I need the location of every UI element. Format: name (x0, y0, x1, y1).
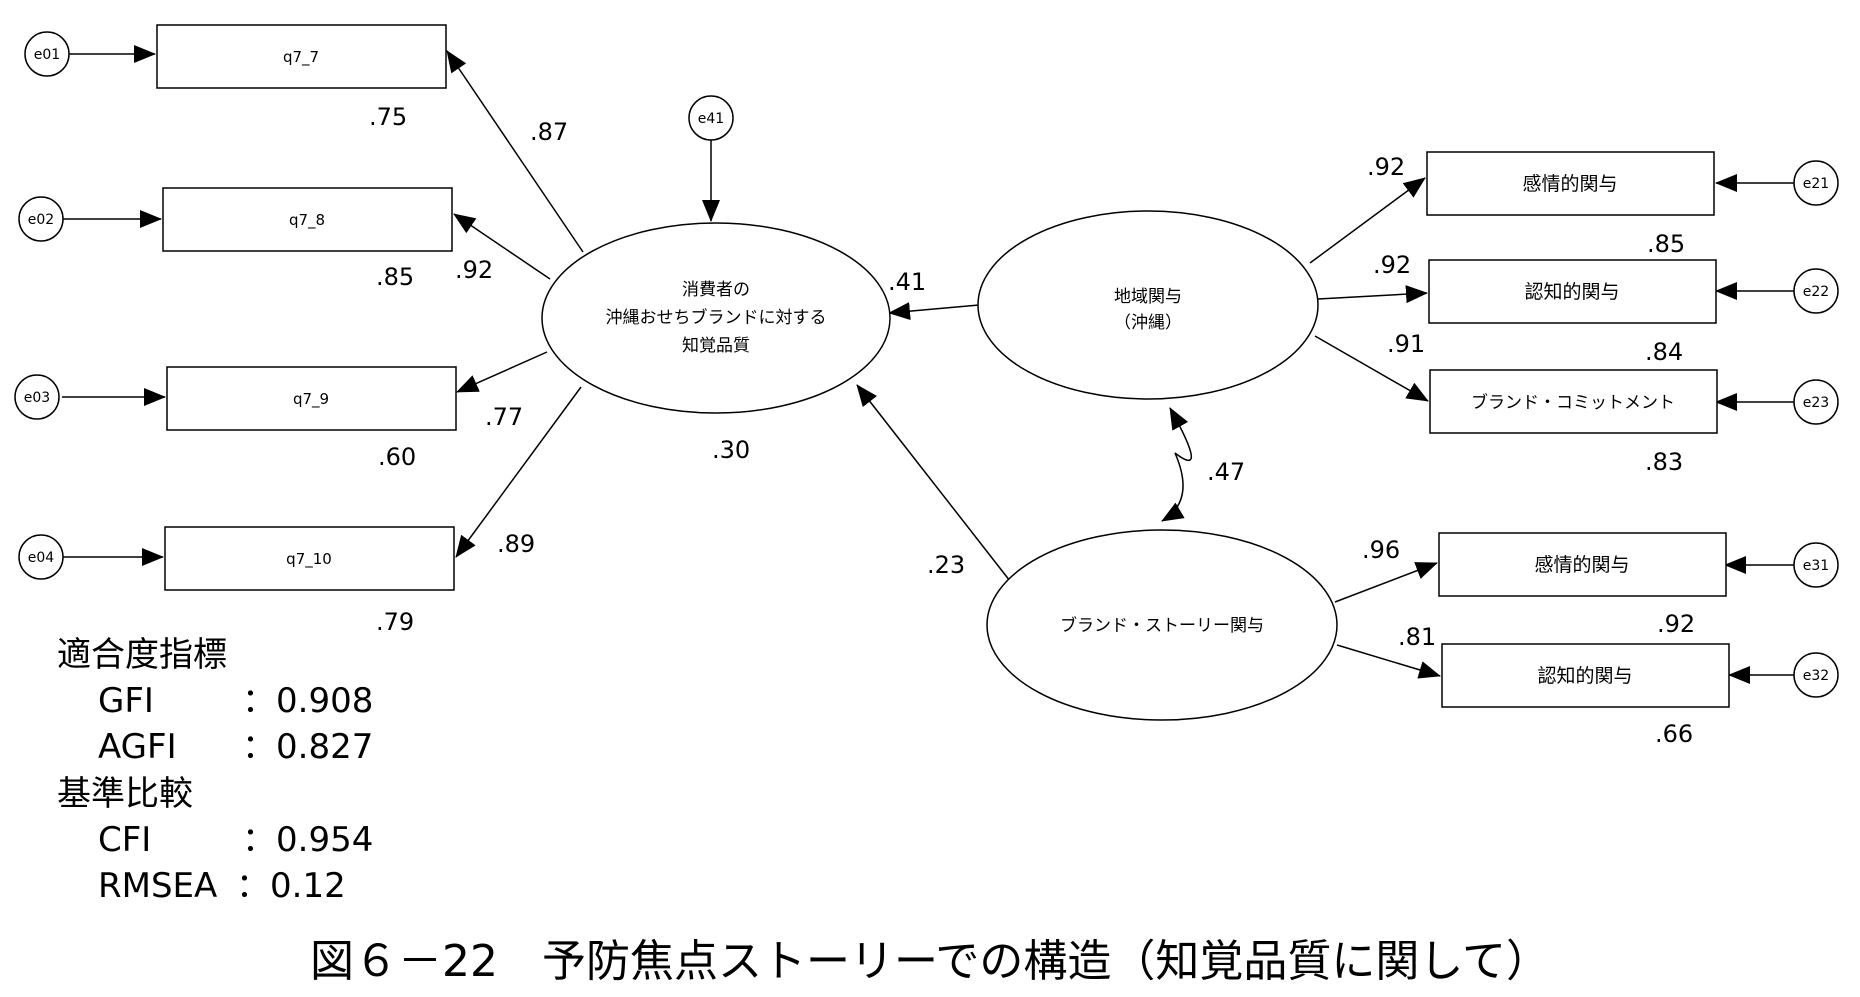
latent-label-quality-2: 沖縄おせちブランドに対する (606, 307, 827, 328)
arrow-story-ninchi (1336, 644, 1441, 679)
coef-r2-q7_9: .60 (378, 443, 416, 471)
coef-r2-kanjo-story: .92 (1657, 610, 1695, 638)
error-circle-e01 (24, 31, 70, 77)
indicator-label-q7_8: q7_8 (289, 211, 325, 230)
box-q7_10 (164, 526, 455, 591)
box-kanjo-story (1438, 532, 1727, 597)
indicator-label-ninchi-region: 認知的関与 (1524, 281, 1619, 303)
error-label-e23: e23 (1803, 395, 1829, 411)
arrow-corr-region-story-down (1161, 452, 1185, 522)
error-circle-e21 (1793, 160, 1839, 206)
arrow-region-kanjo (1309, 177, 1426, 264)
coef-load-ninchi-story: .81 (1398, 623, 1436, 651)
latent-label-region-2: （沖縄） (1114, 313, 1182, 333)
error-label-e03: e03 (24, 390, 50, 406)
fit-gfi-value: ：0.908 (242, 681, 373, 721)
error-circle-e04 (18, 534, 64, 580)
indicator-label-brand-commit: ブランド・コミットメント (1471, 392, 1675, 413)
coef-load-q7_10: .89 (497, 530, 535, 558)
indicator-label-q7_9: q7_9 (293, 390, 329, 409)
arrow-story-kanjo (1334, 562, 1438, 603)
coef-r2-q7_7: .75 (369, 103, 407, 131)
arrow-corr-region-story-up (1169, 407, 1192, 462)
arrow-region-ninchi (1317, 285, 1428, 304)
error-circle-e31 (1793, 542, 1839, 588)
arrow-quality-q7_8 (453, 213, 551, 280)
box-q7_7 (156, 24, 447, 89)
indicator-label-kanjo-region: 感情的関与 (1522, 173, 1617, 195)
fit-cfi-label: CFI (98, 820, 151, 860)
latent-perceived-quality (541, 222, 891, 414)
coef-r2-ninchi-story: .66 (1655, 720, 1693, 748)
fit-cfi-value: ：0.954 (242, 820, 373, 860)
arrow-quality-q7_9 (456, 351, 548, 393)
figure-caption: 図６－22 予防焦点ストーリーでの構造（知覚品質に関して） (310, 936, 1550, 987)
error-label-e22: e22 (1803, 284, 1829, 300)
box-q7_8 (162, 187, 453, 252)
error-label-e04: e04 (28, 550, 55, 566)
indicator-label-kanjo-story: 感情的関与 (1534, 554, 1629, 576)
error-label-e01: e01 (34, 47, 60, 63)
latent-brand-story-involvement (986, 529, 1338, 721)
error-circle-e32 (1793, 652, 1839, 698)
error-label-e31: e31 (1803, 558, 1829, 574)
error-circle-e02 (18, 196, 64, 242)
coef-path-story-quality: .23 (927, 551, 965, 579)
arrow-region-commit (1314, 335, 1429, 402)
error-label-e21: e21 (1803, 176, 1829, 192)
fit-heading-1: 適合度指標 (57, 635, 227, 675)
arrow-story-quality (856, 384, 1011, 582)
coef-load-ninchi-region: .92 (1373, 251, 1411, 279)
indicator-label-ninchi-story: 認知的関与 (1537, 665, 1632, 687)
fit-heading-2: 基準比較 (57, 774, 193, 814)
coef-load-q7_9: .77 (485, 403, 523, 431)
box-ninchi-story (1441, 643, 1730, 708)
coef-r2-ninchi-region: .84 (1645, 338, 1683, 366)
latent-label-quality-1: 消費者の (682, 280, 750, 300)
arrow-quality-q7_7 (446, 50, 584, 253)
coef-r2-brand-commit: .83 (1645, 448, 1683, 476)
fit-gfi-label: GFI (98, 681, 154, 721)
latent-label-region-1: 地域関与 (1114, 287, 1182, 307)
box-brand-commit (1429, 369, 1718, 434)
error-label-e41: e41 (698, 111, 724, 127)
error-circle-e41 (688, 95, 734, 141)
error-label-e32: e32 (1803, 668, 1829, 684)
fit-agfi-label: AGFI (98, 727, 177, 767)
arrow-quality-q7_10 (455, 386, 582, 558)
error-label-e02: e02 (28, 212, 54, 228)
latent-label-quality-3: 知覚品質 (682, 336, 750, 356)
box-ninchi-region (1428, 259, 1717, 324)
fit-rmsea-value: ：0.12 (236, 866, 346, 906)
coef-load-kanjo-region: .92 (1367, 153, 1405, 181)
arrow-region-quality (888, 302, 980, 321)
coef-r2-q7_8: .85 (376, 263, 414, 291)
latent-label-story: ブランド・ストーリー関与 (1060, 615, 1264, 636)
latent-regional-involvement (977, 210, 1319, 400)
fit-agfi-value: ：0.827 (242, 727, 373, 767)
error-circle-e22 (1793, 268, 1839, 314)
coef-path-region-quality: .41 (888, 268, 926, 296)
box-kanjo-region (1426, 151, 1715, 216)
coef-r2-q7_10: .79 (376, 608, 414, 636)
coef-load-kanjo-story: .96 (1362, 536, 1400, 564)
coef-r2-kanjo-region: .85 (1647, 230, 1685, 258)
indicator-label-q7_7: q7_7 (283, 48, 319, 67)
indicator-label-q7_10: q7_10 (286, 550, 332, 569)
coef-r2-quality: .30 (712, 436, 750, 464)
coef-load-q7_7: .87 (530, 118, 568, 146)
error-circle-e23 (1793, 379, 1839, 425)
coef-corr-region-story: .47 (1207, 458, 1245, 486)
coef-load-q7_8: .92 (455, 256, 493, 284)
box-q7_9 (166, 366, 457, 431)
error-circle-e03 (14, 374, 60, 420)
fit-rmsea-label: RMSEA (98, 866, 217, 906)
coef-load-brand-commit: .91 (1387, 330, 1425, 358)
